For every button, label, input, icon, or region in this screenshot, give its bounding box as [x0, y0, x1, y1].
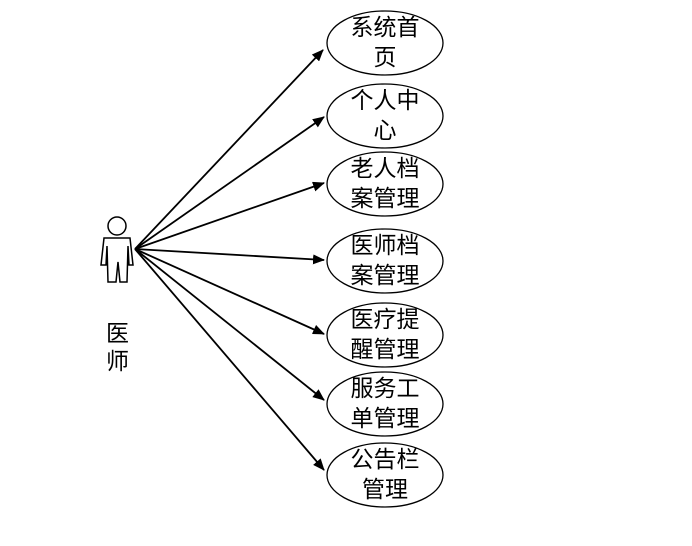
use-case-7: 公告栏 管理: [326, 442, 444, 508]
use-case-3-line-2: 案管理: [351, 186, 420, 212]
use-case-4-line-2: 案管理: [351, 263, 420, 289]
association-arrow-5: [134, 248, 325, 335]
use-case-6-line-2: 单管理: [351, 406, 420, 432]
use-case-4: 医师档 案管理: [326, 228, 444, 294]
association-arrow-7: [134, 248, 325, 471]
use-case-1-line-2: 页: [374, 45, 397, 71]
use-case-5-line-1: 医疗提: [351, 307, 420, 333]
doctor-actor-icon: [100, 216, 134, 283]
use-case-3-line-1: 老人档: [351, 156, 420, 182]
use-case-5: 医疗提 醒管理: [326, 302, 444, 368]
use-case-2: 个人中 心: [326, 83, 444, 149]
actor-label-line-1: 医: [106, 321, 129, 347]
use-case-1: 系统首 页: [326, 10, 444, 76]
association-arrow-2: [134, 116, 325, 250]
use-case-7-line-1: 公告栏: [351, 447, 420, 473]
associations: [134, 49, 325, 471]
association-arrow-1: [134, 49, 324, 250]
use-case-5-line-2: 醒管理: [351, 337, 420, 363]
association-arrow-4: [134, 248, 325, 265]
use-case-4-line-1: 医师档: [351, 233, 420, 259]
association-arrow-6: [134, 248, 325, 401]
use-case-7-line-2: 管理: [362, 477, 408, 503]
use-case-6-line-1: 服务工: [351, 376, 420, 402]
use-case-3: 老人档 案管理: [326, 151, 444, 217]
use-case-6: 服务工 单管理: [326, 371, 444, 437]
use-case-2-line-1: 个人中: [351, 88, 420, 114]
use-case-2-line-2: 心: [374, 118, 397, 144]
actor-label-line-2: 师: [106, 349, 129, 375]
association-arrow-3: [134, 181, 325, 250]
use-case-1-line-1: 系统首: [351, 15, 420, 41]
